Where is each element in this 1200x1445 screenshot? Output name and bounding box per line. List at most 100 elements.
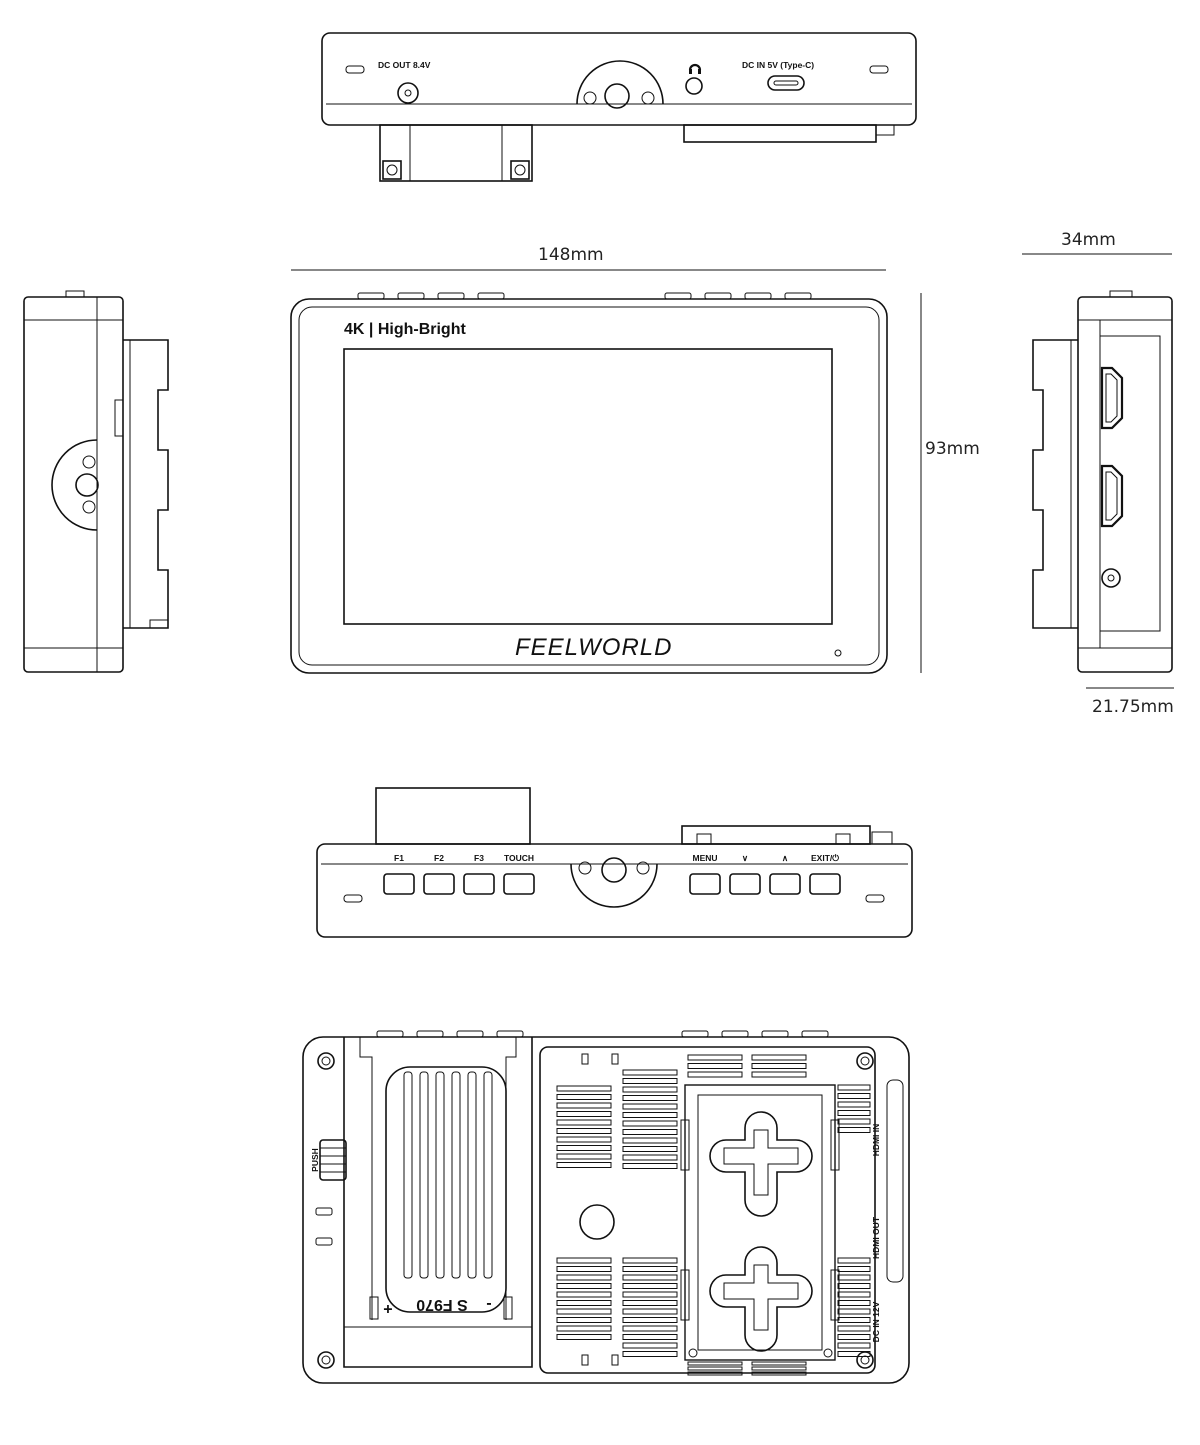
vent-slot	[622, 1257, 678, 1264]
front-badge: 4K | High-Bright	[344, 321, 466, 338]
vent-slot	[622, 1154, 678, 1161]
vent-slot	[837, 1084, 871, 1091]
vent-slot	[556, 1145, 612, 1151]
vent-slot	[556, 1153, 612, 1160]
vent-slot	[556, 1325, 612, 1332]
vent-slot	[622, 1325, 678, 1332]
battery-plus-label: +	[383, 1300, 392, 1317]
vent-slot	[837, 1257, 871, 1264]
vent-slot	[556, 1085, 612, 1092]
f2-label: F2	[434, 853, 444, 863]
top-battery-plate	[379, 124, 533, 182]
battery-mount-plate	[680, 1084, 840, 1361]
top-rear-plate	[683, 124, 877, 143]
battery-model-label: S F970	[416, 1296, 468, 1313]
vent-slot	[622, 1266, 678, 1272]
hdmi-out-label: HDMI OUT	[871, 1216, 881, 1259]
vent-slot	[556, 1283, 612, 1289]
vent-slot	[556, 1308, 612, 1315]
touch-button[interactable]	[503, 873, 535, 895]
exit-power-button[interactable]	[809, 873, 841, 895]
vent-slot	[837, 1110, 871, 1116]
f3-button[interactable]	[463, 873, 495, 895]
vent-slot	[556, 1317, 612, 1323]
headphone-icon	[688, 63, 702, 74]
dc-in-port	[1101, 568, 1121, 588]
vent-slot	[837, 1342, 871, 1349]
vent-slot	[837, 1317, 871, 1323]
brand-logo: FEELWORLD	[515, 634, 672, 661]
down-label: ∨	[742, 853, 748, 863]
rear-corner-screws	[317, 1052, 874, 1369]
f2-button[interactable]	[423, 873, 455, 895]
vent-slot	[837, 1334, 871, 1340]
vent-slot	[837, 1308, 871, 1315]
touch-label: TOUCH	[504, 853, 534, 863]
vent-slot	[556, 1291, 612, 1298]
hdmi-port-1	[1100, 366, 1124, 430]
left-side-view	[23, 290, 169, 673]
vent-slot	[622, 1283, 678, 1289]
depth-dimension: 34mm	[1061, 230, 1116, 250]
right-side-view	[1032, 290, 1173, 673]
vent-slot	[622, 1103, 678, 1110]
vent-slot	[556, 1119, 612, 1126]
f3-label: F3	[474, 853, 484, 863]
bottom-view: F1 F2 F3 TOUCH MENU ∨ ∧ EXIT/⏻	[316, 787, 913, 938]
usb-c-port	[767, 75, 805, 91]
vent-slot	[837, 1283, 871, 1289]
top-view: DC OUT 8.4V DC IN 5V (Type-C)	[321, 32, 917, 182]
f1-label: F1	[394, 853, 404, 863]
front-top-buttons	[357, 292, 812, 300]
battery-slot	[385, 1066, 507, 1313]
vent-slot	[556, 1334, 612, 1340]
vent-slot	[622, 1129, 678, 1135]
up-button[interactable]	[769, 873, 801, 895]
vent-slot	[622, 1291, 678, 1298]
dc-out-jack	[397, 82, 419, 104]
front-view: 4K | High-Bright FEELWORLD	[290, 292, 888, 674]
vent-slot	[556, 1136, 612, 1143]
down-button[interactable]	[729, 873, 761, 895]
vent-slot	[556, 1111, 612, 1117]
vent-slot	[837, 1351, 871, 1357]
rear-view: S F970 + - PUSH	[302, 1030, 910, 1384]
dc-in-12v-label: DC IN 12V	[871, 1301, 881, 1342]
vent-slot	[751, 1063, 807, 1069]
headphone-jack	[685, 77, 703, 95]
vent-slot	[751, 1361, 807, 1366]
vent-slot	[556, 1257, 612, 1264]
hdmi-in-label: HDMI IN	[871, 1124, 881, 1157]
vent-slot	[622, 1300, 678, 1306]
vent-slot	[687, 1071, 743, 1078]
exit-power-label: EXIT/⏻	[811, 853, 840, 863]
battery-minus-label: -	[486, 1296, 491, 1313]
dimension-lines	[291, 253, 1174, 689]
vent-slot	[687, 1366, 743, 1371]
vent-slot	[837, 1291, 871, 1298]
vent-slot	[556, 1162, 612, 1168]
vent-slot	[837, 1127, 871, 1133]
up-label: ∧	[782, 853, 788, 863]
menu-button[interactable]	[689, 873, 721, 895]
push-latch[interactable]	[319, 1139, 347, 1181]
vent-slot	[556, 1300, 612, 1306]
vent-slot	[837, 1300, 871, 1306]
vent-slot	[837, 1266, 871, 1272]
vent-slot	[556, 1274, 612, 1281]
vent-slot	[837, 1101, 871, 1108]
vent-slot	[751, 1071, 807, 1078]
battery-ribs	[403, 1071, 493, 1279]
f1-button[interactable]	[383, 873, 415, 895]
height-dimension: 93mm	[925, 439, 980, 459]
vent-slot	[837, 1093, 871, 1099]
vent-slot	[622, 1137, 678, 1144]
vent-slot	[622, 1086, 678, 1093]
vent-slot	[622, 1112, 678, 1118]
vent-slot	[622, 1078, 678, 1084]
bottom-mount	[570, 857, 658, 908]
vent-slot	[556, 1266, 612, 1272]
dc-out-label: DC OUT 8.4V	[378, 60, 431, 70]
vent-slot	[687, 1054, 743, 1061]
